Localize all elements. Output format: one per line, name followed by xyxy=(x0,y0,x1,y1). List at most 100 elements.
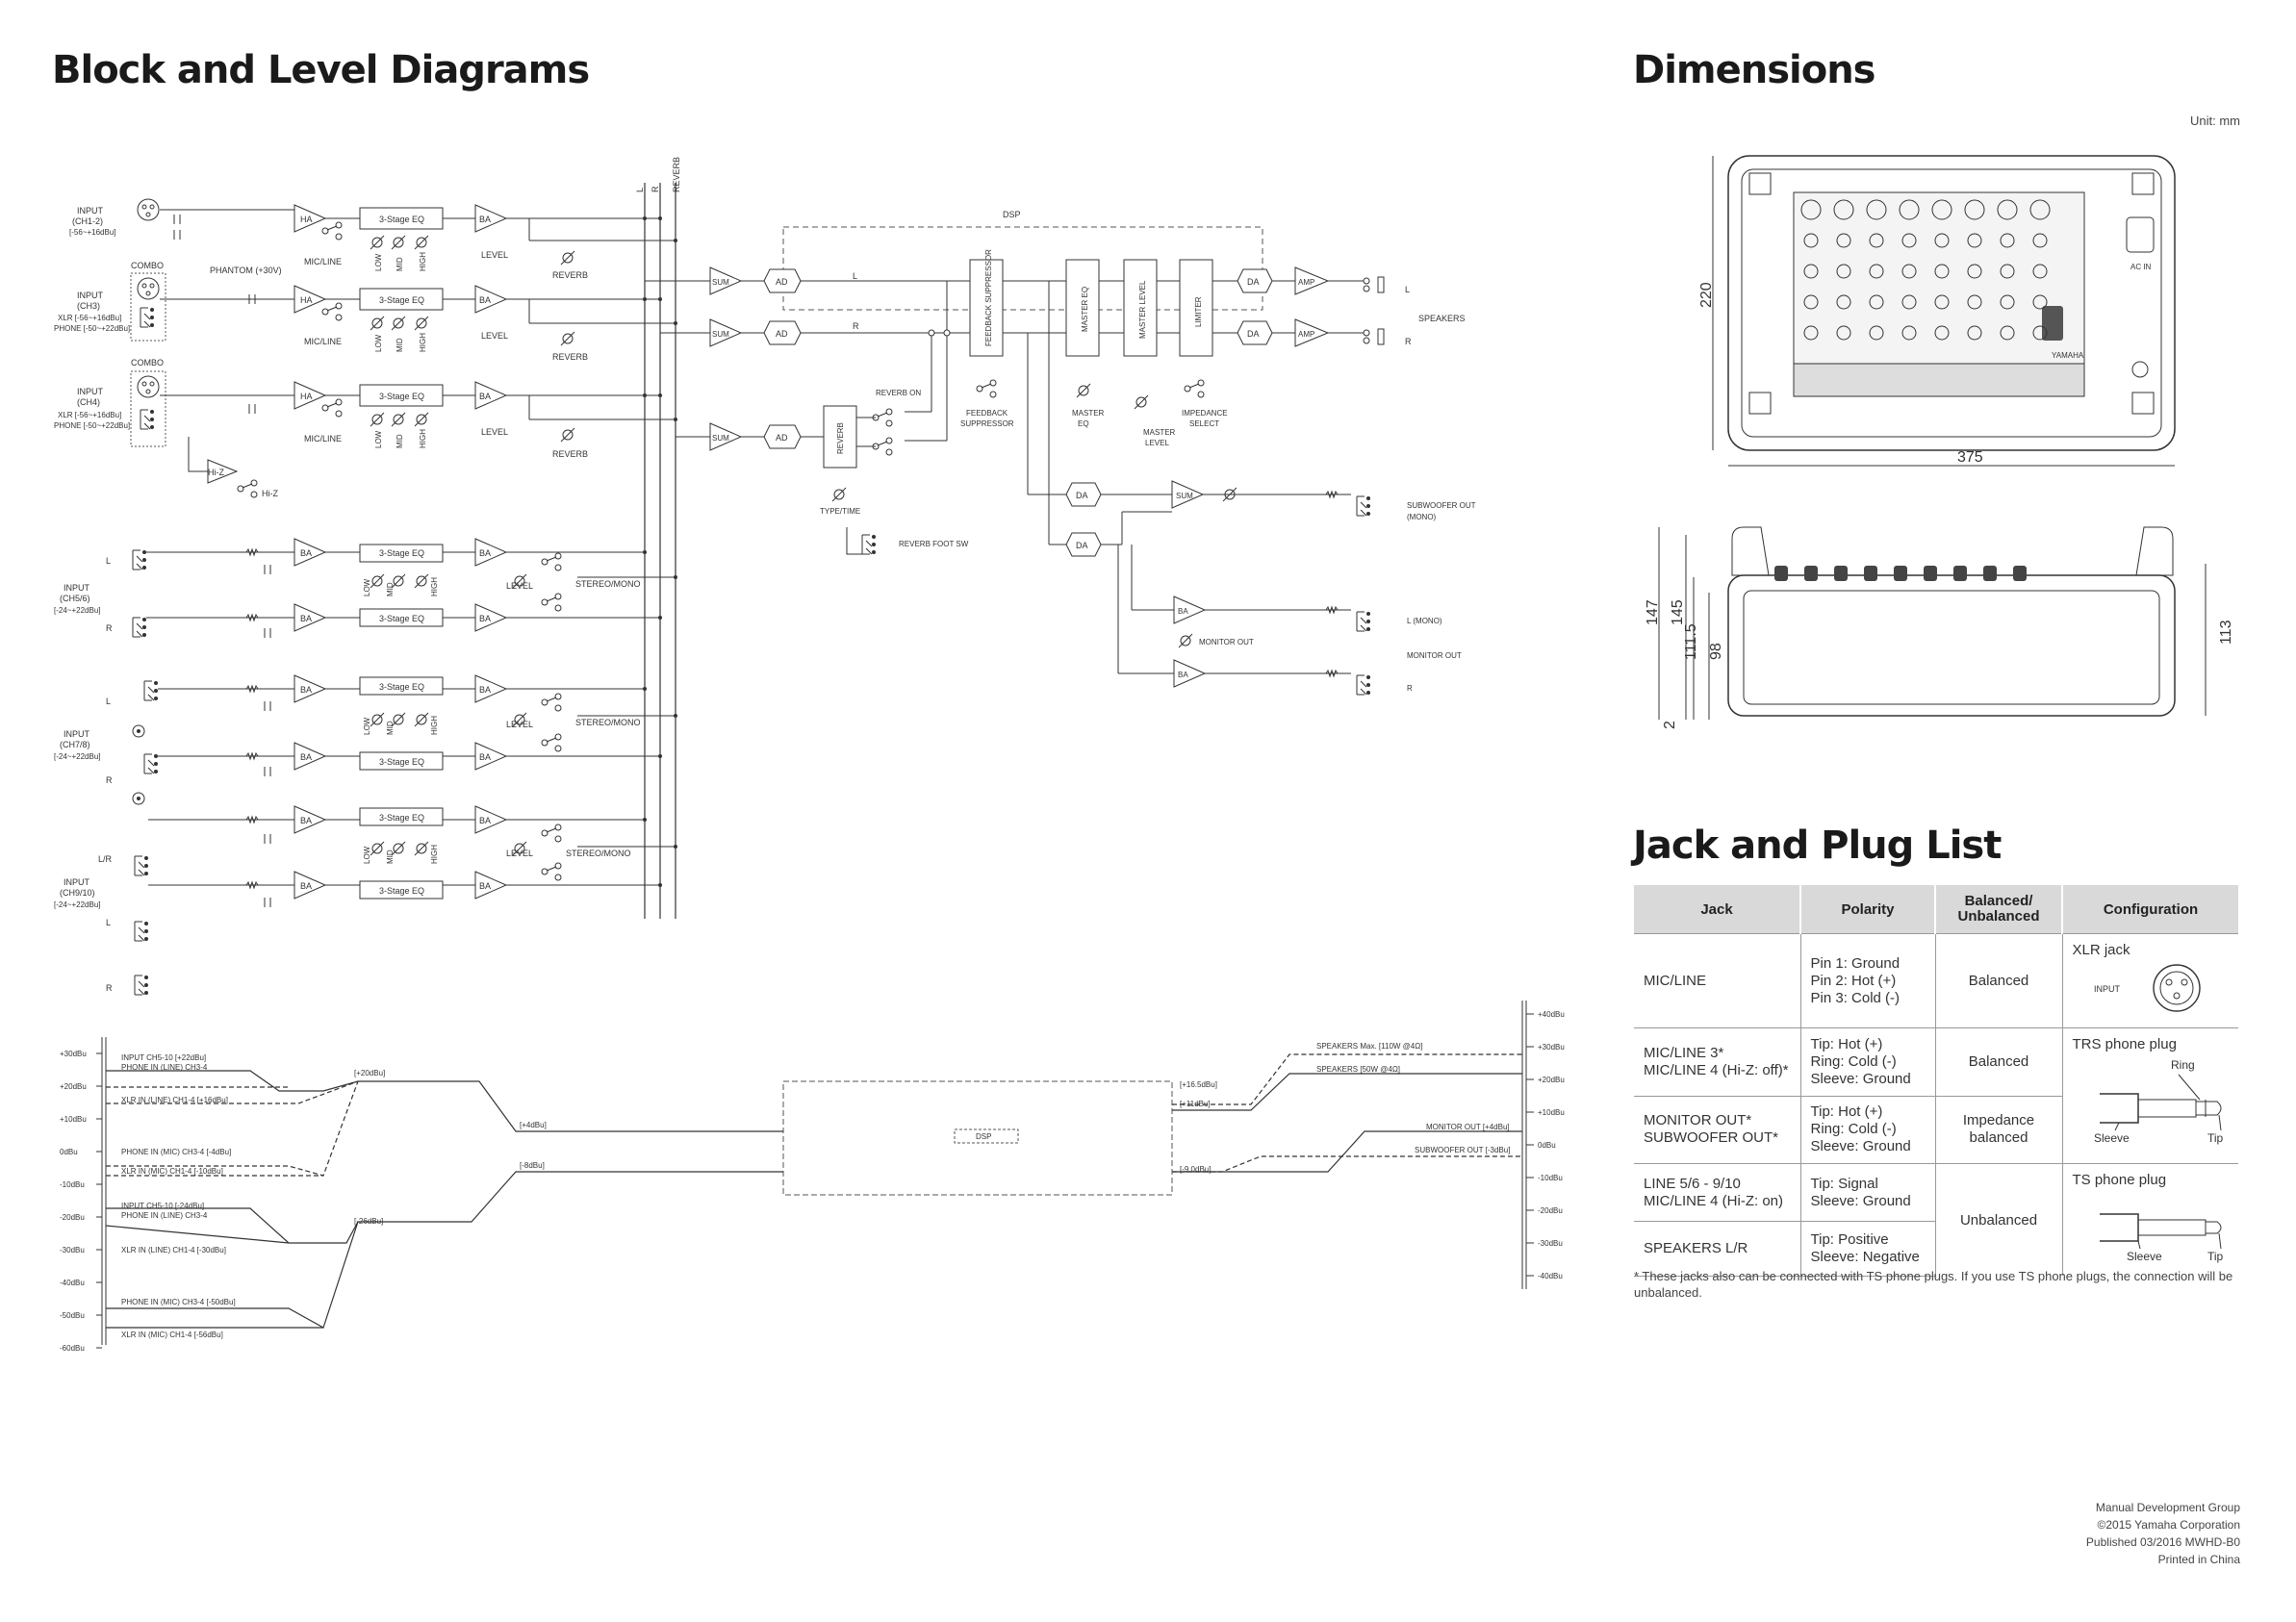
knob-icon xyxy=(1901,294,1917,310)
knob-icon xyxy=(2000,264,2015,279)
svg-text:[-24~+22dBu]: [-24~+22dBu] xyxy=(54,752,100,761)
knob-icon xyxy=(1869,264,1884,279)
dimensions-drawing: AC IN YAMAHA 220 375 147 145 111.5 98 2 … xyxy=(1645,155,2234,729)
svg-text:HA: HA xyxy=(300,392,313,401)
svg-text:R: R xyxy=(1405,337,1412,346)
svg-text:AMP: AMP xyxy=(1298,278,1314,287)
svg-text:MID: MID xyxy=(386,582,395,596)
svg-text:INPUT: INPUT xyxy=(77,206,104,215)
left-scale-tick-label: +30dBu xyxy=(60,1050,87,1058)
knob-icon xyxy=(1864,566,1877,581)
svg-text:3-Stage EQ: 3-Stage EQ xyxy=(379,886,424,896)
knob-icon xyxy=(1866,199,1887,220)
svg-text:DA: DA xyxy=(1247,277,1260,287)
svg-text:SELECT: SELECT xyxy=(1189,419,1219,428)
svg-text:HIGH: HIGH xyxy=(419,333,427,352)
svg-text:3-Stage EQ: 3-Stage EQ xyxy=(379,215,424,224)
table-row: SPEAKERS L/R Tip: Positive Sleeve: Negat… xyxy=(1634,1221,2238,1277)
knob-icon xyxy=(1836,325,1851,341)
svg-text:HIGH: HIGH xyxy=(419,252,427,271)
svg-text:MIC/LINE: MIC/LINE xyxy=(304,257,342,266)
svg-text:Hi-Z: Hi-Z xyxy=(262,489,278,498)
knob-icon xyxy=(1953,566,1967,581)
svg-text:MASTER LEVEL: MASTER LEVEL xyxy=(1138,280,1147,339)
svg-text:XLR IN (LINE) CH1-4 [+16dBu]: XLR IN (LINE) CH1-4 [+16dBu] xyxy=(121,1096,228,1104)
left-scale-tick-label: -50dBu xyxy=(60,1311,85,1320)
svg-text:[+20dBu]: [+20dBu] xyxy=(354,1069,385,1077)
channel-4: COMBO INPUT (CH4) XLR [-56~+16dBu] PHONE… xyxy=(54,358,677,498)
left-scale-tick-label: -60dBu xyxy=(60,1344,85,1353)
svg-text:BA: BA xyxy=(479,881,491,891)
svg-text:BA: BA xyxy=(479,614,491,623)
polarity-cell: Pin 1: Ground Pin 2: Hot (+) Pin 3: Cold… xyxy=(1799,933,1935,1028)
bus-reverb-label: REVERB xyxy=(672,157,681,192)
svg-text:MID: MID xyxy=(395,257,404,271)
knob-icon xyxy=(1934,264,1950,279)
svg-text:[+16.5dBu]: [+16.5dBu] xyxy=(1180,1080,1217,1089)
svg-text:MID: MID xyxy=(395,434,404,448)
svg-text:3-Stage EQ: 3-Stage EQ xyxy=(379,813,424,823)
svg-text:[+4dBu]: [+4dBu] xyxy=(520,1121,547,1129)
knob-icon xyxy=(1833,199,1854,220)
svg-text:DSP: DSP xyxy=(976,1132,991,1141)
svg-text:L: L xyxy=(106,697,111,706)
svg-text:BA: BA xyxy=(479,392,491,401)
svg-text:XLR IN (MIC) CH1-4 [-10dBu]: XLR IN (MIC) CH1-4 [-10dBu] xyxy=(121,1167,223,1176)
svg-text:113: 113 xyxy=(2218,620,2234,645)
svg-text:STEREO/MONO: STEREO/MONO xyxy=(575,718,641,727)
svg-text:REVERB FOOT SW: REVERB FOOT SW xyxy=(899,540,969,548)
svg-text:AMP: AMP xyxy=(1298,330,1314,339)
svg-text:PHONE IN (MIC) CH3-4 [-50dBu]: PHONE IN (MIC) CH3-4 [-50dBu] xyxy=(121,1298,236,1306)
knob-icon xyxy=(1924,566,1937,581)
dimensions-title: Dimensions xyxy=(1633,48,1875,92)
knob-icon xyxy=(1997,199,2018,220)
svg-text:LEVEL: LEVEL xyxy=(1145,439,1169,447)
svg-text:SPEAKERS Max. [110W @4Ω]: SPEAKERS Max. [110W @4Ω] xyxy=(1316,1042,1422,1051)
svg-text:LEVEL: LEVEL xyxy=(481,331,508,341)
right-scale-tick-label: -20dBu xyxy=(1538,1206,1563,1215)
left-scale-tick-label: -20dBu xyxy=(60,1213,85,1222)
svg-text:BA: BA xyxy=(300,816,312,825)
svg-text:LEVEL: LEVEL xyxy=(506,720,533,729)
svg-text:HA: HA xyxy=(300,215,313,224)
bus-lines xyxy=(644,183,676,919)
table-row: MIC/LINE Pin 1: Ground Pin 2: Hot (+) Pi… xyxy=(1634,933,2238,1028)
right-scale-tick-label: +10dBu xyxy=(1538,1108,1565,1117)
svg-text:MASTER: MASTER xyxy=(1143,428,1176,437)
knob-icon xyxy=(1934,233,1950,248)
knob-icon xyxy=(1803,294,1819,310)
knob-icon xyxy=(1836,264,1851,279)
channel-3: COMBO INPUT (CH3) XLR [-56~+16dBu] PHONE… xyxy=(54,261,677,362)
svg-text:INPUT CH5-10 [-24dBu]: INPUT CH5-10 [-24dBu] xyxy=(121,1202,204,1210)
block-diagram: L R REVERB INPUT (CH1-2) [-56~+16dBu] PH… xyxy=(54,157,1476,996)
right-scale-tick-label: -30dBu xyxy=(1538,1239,1563,1248)
svg-text:2: 2 xyxy=(1662,721,1678,729)
knob-icon xyxy=(2000,325,2015,341)
svg-text:DSP: DSP xyxy=(1003,210,1021,219)
knob-icon xyxy=(1899,199,1920,220)
svg-text:MASTER EQ: MASTER EQ xyxy=(1081,287,1089,332)
svg-text:[-24~+22dBu]: [-24~+22dBu] xyxy=(54,606,100,615)
svg-text:IMPEDANCE: IMPEDANCE xyxy=(1182,409,1228,418)
svg-text:BA: BA xyxy=(300,685,312,695)
svg-text:AC IN: AC IN xyxy=(2130,263,2152,271)
right-scale-tick-label: +40dBu xyxy=(1538,1010,1565,1019)
jack-cell: MONITOR OUT* SUBWOOFER OUT* xyxy=(1634,1095,1800,1164)
bus-l-label: L xyxy=(635,188,645,192)
knob-icon xyxy=(1803,264,1819,279)
jack-cell: MIC/LINE xyxy=(1634,933,1800,1028)
config-cell: TS phone plug Sleeve Tip xyxy=(2061,1163,2238,1276)
svg-text:[-24~+22dBu]: [-24~+22dBu] xyxy=(54,900,100,909)
knob-icon xyxy=(2000,233,2015,248)
jack-plug-table: Jack Polarity Balanced/ Unbalanced Confi… xyxy=(1634,885,2238,1277)
svg-text:98: 98 xyxy=(1708,643,1724,660)
knob-icon xyxy=(1869,325,1884,341)
table-row: LINE 5/6 - 9/10 MIC/LINE 4 (Hi-Z: on) Ti… xyxy=(1634,1162,2238,1276)
svg-text:REVERB: REVERB xyxy=(552,449,588,459)
svg-text:REVERB: REVERB xyxy=(552,270,588,280)
svg-text:SPEAKERS: SPEAKERS xyxy=(1418,314,1466,323)
svg-text:STEREO/MONO: STEREO/MONO xyxy=(566,849,631,858)
knob-icon xyxy=(1934,294,1950,310)
svg-text:BA: BA xyxy=(479,215,491,224)
level-diagram: +30dBu+20dBu+10dBu0dBu-10dBu-20dBu-30dBu… xyxy=(60,1001,1565,1353)
